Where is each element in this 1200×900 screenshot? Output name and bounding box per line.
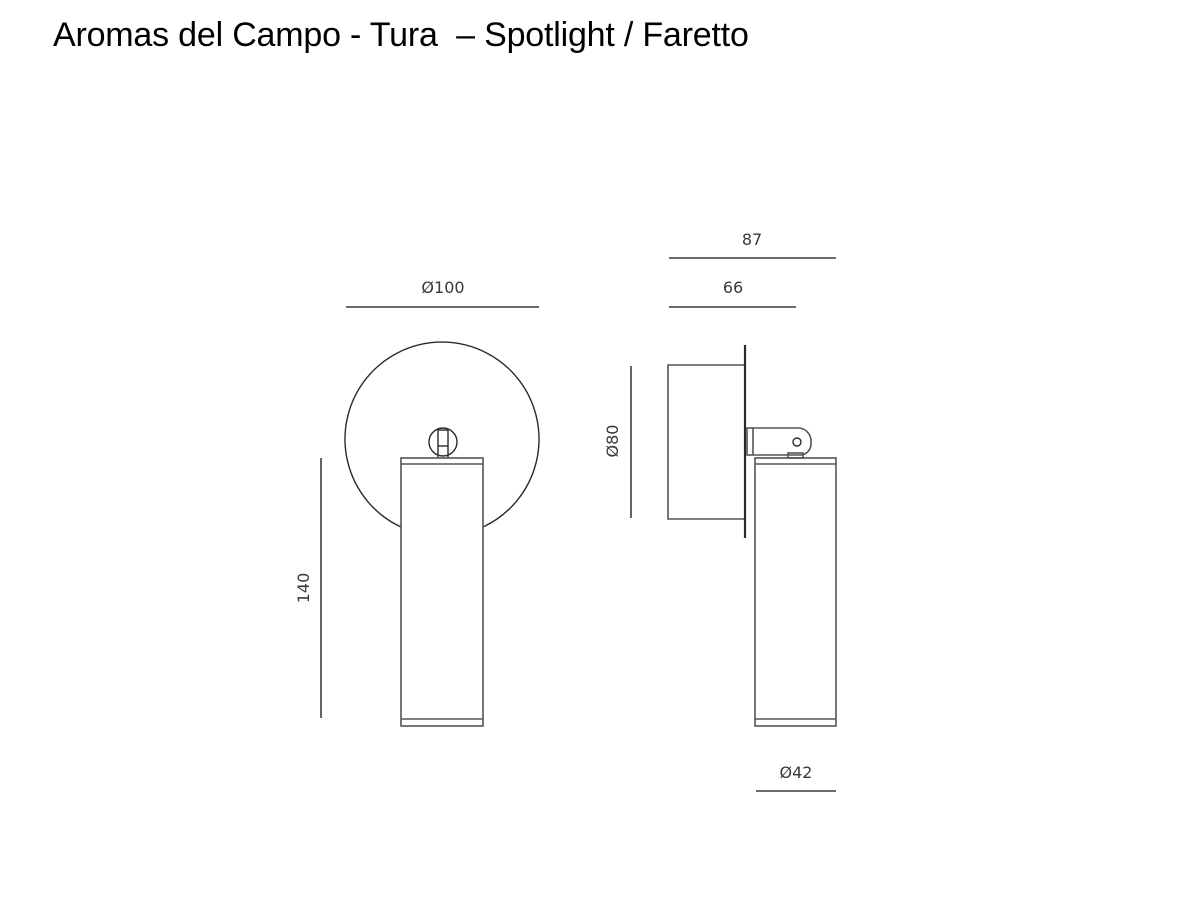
spotlight-cylinder-front bbox=[400, 457, 484, 727]
side-view: 87 66 Ø80 Ø bbox=[603, 230, 837, 792]
dimension-depth-66: 66 bbox=[669, 278, 796, 308]
front-view: Ø100 140 bbox=[294, 278, 540, 727]
pivot-bracket bbox=[746, 427, 812, 459]
spotlight-cylinder-side bbox=[754, 457, 837, 727]
pivot-hole bbox=[792, 437, 802, 447]
dimension-label-diameter-42: Ø42 bbox=[780, 763, 813, 782]
wall-plate-circle bbox=[344, 341, 540, 528]
pivot-knob bbox=[428, 427, 458, 458]
dimension-diameter-80: Ø80 bbox=[603, 366, 632, 518]
dimension-height-140: 140 bbox=[294, 458, 322, 718]
dimension-label-diameter-80: Ø80 bbox=[603, 425, 622, 458]
dimension-diameter-42: Ø42 bbox=[756, 763, 836, 792]
dimension-label-depth-87: 87 bbox=[742, 230, 762, 249]
dimension-label-diameter-100: Ø100 bbox=[421, 278, 464, 297]
dimension-depth-87: 87 bbox=[669, 230, 836, 259]
dimension-label-depth-66: 66 bbox=[723, 278, 743, 297]
page-title: Aromas del Campo - Tura – Spotlight / Fa… bbox=[53, 16, 749, 54]
dimension-diameter-100: Ø100 bbox=[346, 278, 539, 308]
wall-base-box bbox=[667, 364, 745, 520]
dimension-label-height-140: 140 bbox=[294, 573, 313, 604]
